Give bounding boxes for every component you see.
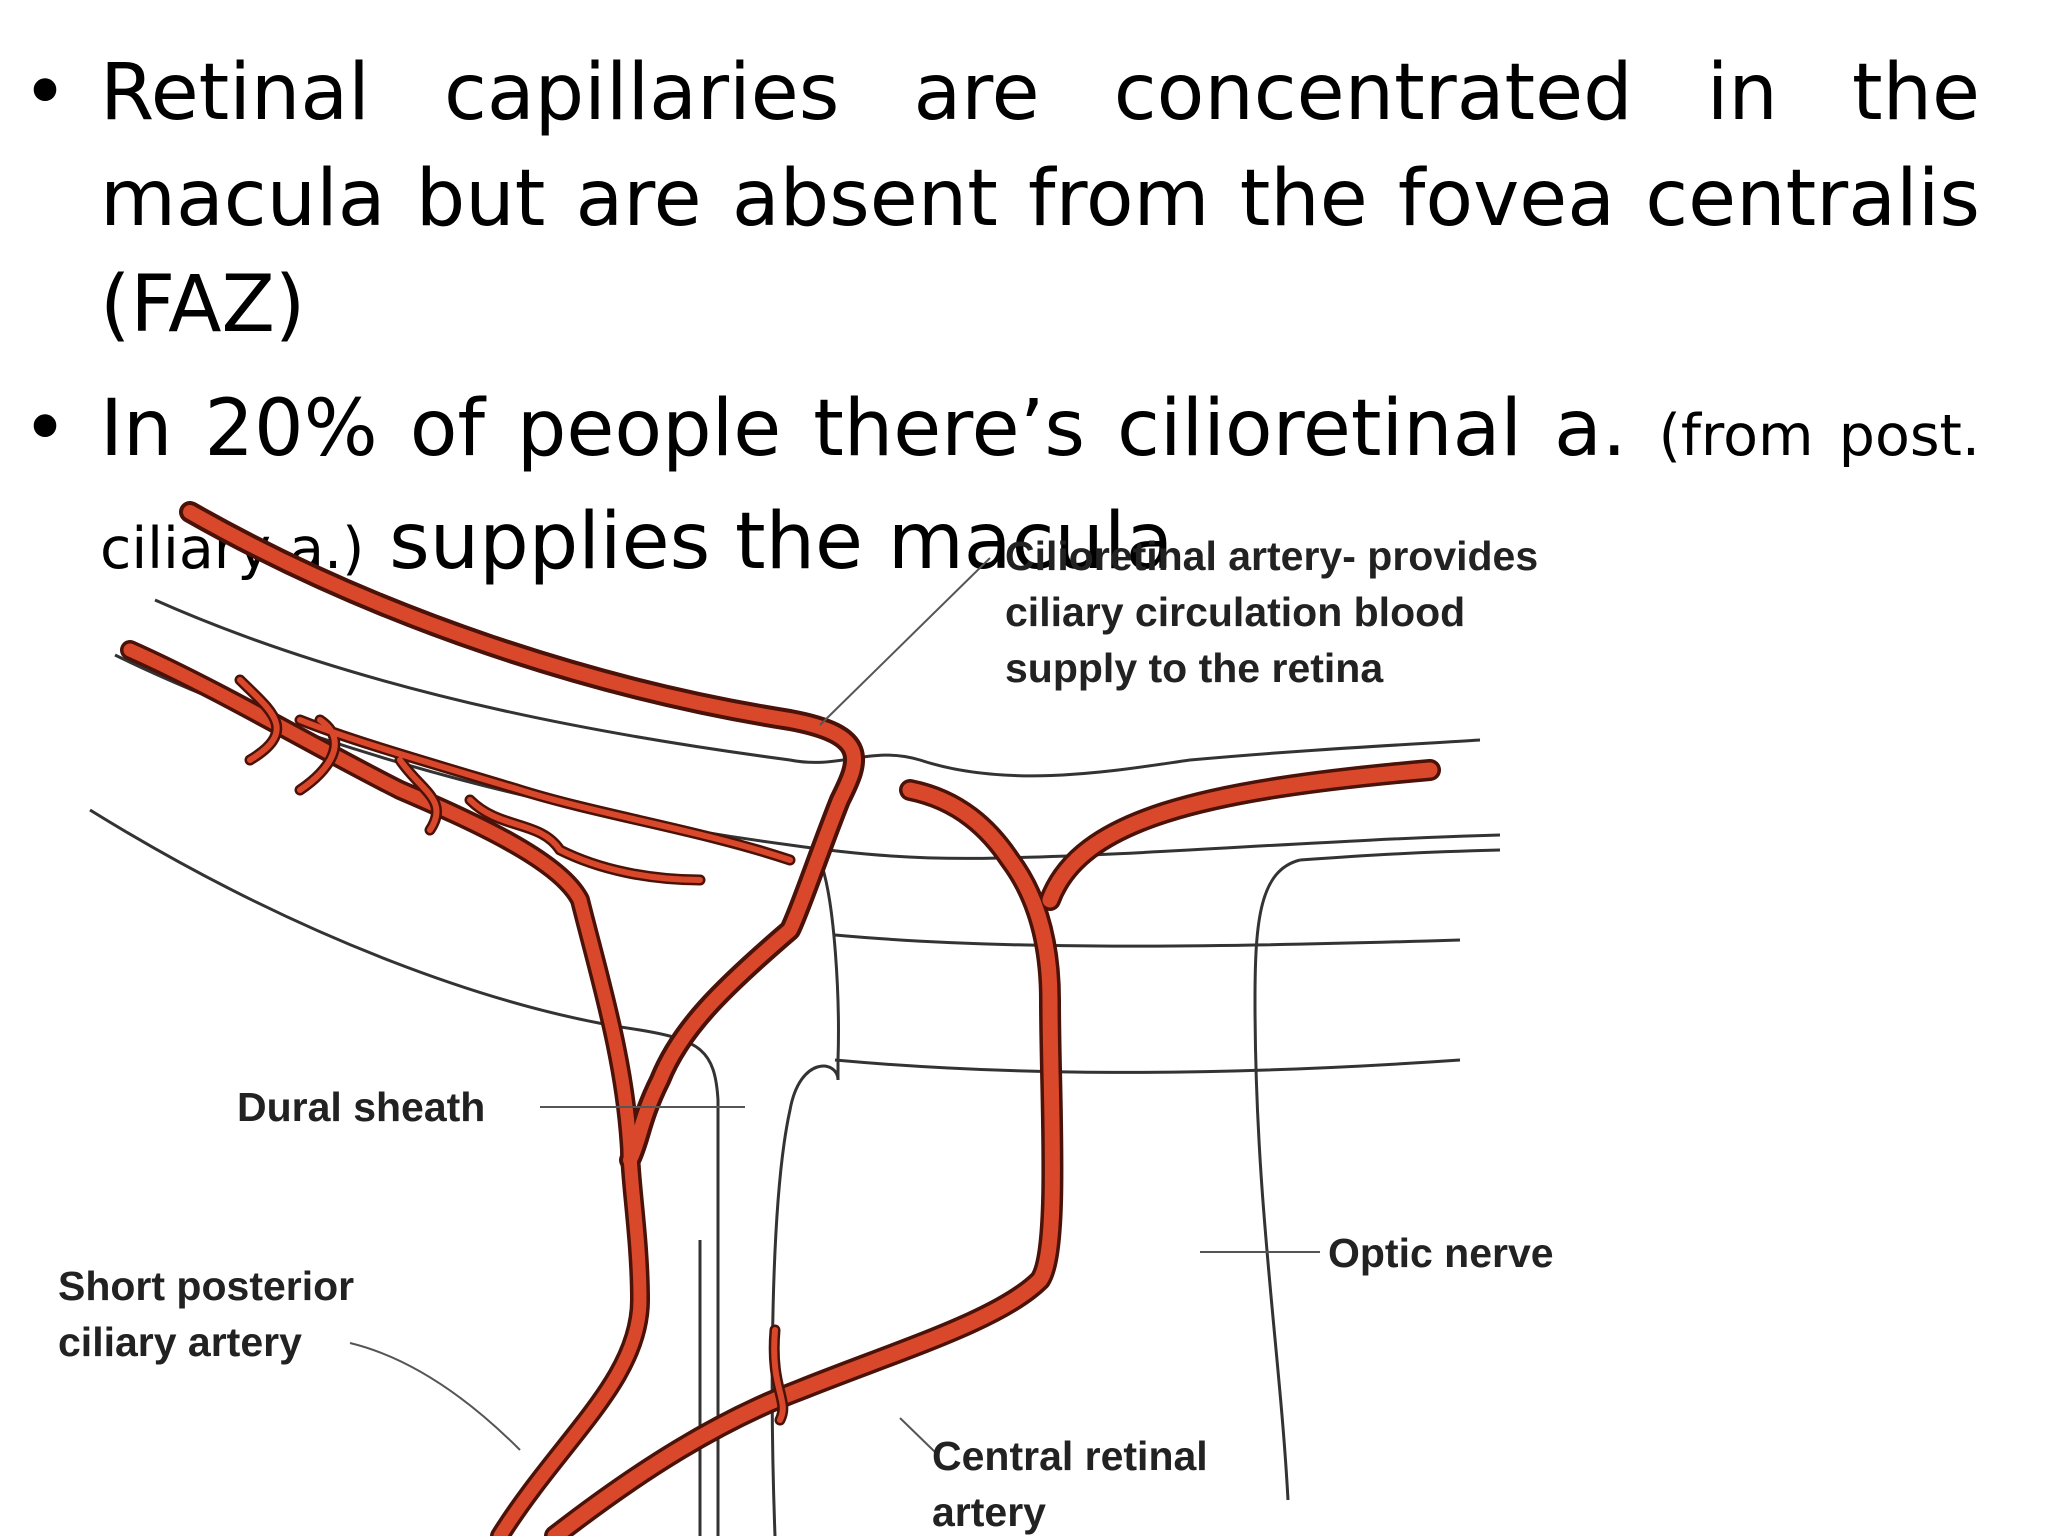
bullet-text-aside: (from post. ciliary a.) [100,403,1980,582]
nerve-fiber-line [770,1064,840,1536]
central-retinal-artery-label: Central retinal artery [932,1428,1208,1540]
cilioretinal-artery-label: Cilioretinal artery- provides ciliary ci… [1005,528,1538,696]
cilioretinal-leader-line [819,557,991,726]
nerve-left-wall [818,859,840,1080]
label-line: Short posterior [58,1263,355,1309]
central-retinal-artery [547,762,1438,1536]
bullet-text-main: In 20% of people there’s cilioretinal a. [100,384,1659,474]
label-line: Central retinal [932,1433,1208,1479]
label-line: artery [932,1489,1046,1535]
dural-sheath-label: Dural sheath [237,1084,486,1130]
label-line: Cilioretinal artery- provides [1005,533,1539,579]
capillary-branch [771,1327,786,1423]
layer-line-2 [834,1058,1461,1074]
capillary-branch [237,677,793,883]
layer-line-1 [834,933,1461,948]
slide-text: • Retinal capillaries are concentrated i… [22,0,1980,602]
optic-nerve-label: Optic nerve [1328,1230,1554,1276]
sclera-outer-line [154,598,1481,778]
short-posterior-ciliary-artery [123,643,647,1536]
cilioretinal-artery-outline [179,501,866,1171]
central-retinal-leader-line [899,1417,936,1453]
short-posterior-ciliary-artery-label: Short posterior ciliary artery [58,1258,354,1370]
leader-lines [349,557,1320,1453]
bullet-text: Retinal capillaries are concentrated in … [100,48,1980,350]
structure-lines [89,598,1501,1536]
bullet-item: • In 20% of people there’s cilioretinal … [22,376,1980,602]
retina-line [89,808,720,1536]
bullet-text-tail: supplies the macula [364,497,1174,587]
short-posterior-leader-line [349,1342,521,1451]
cilioretinal-artery [183,505,862,1167]
layer-line-3 [1299,848,1501,862]
bullet-dot-icon: • [22,384,69,474]
bullet-item: • Retinal capillaries are concentrated i… [22,40,1980,358]
label-line: ciliary artery [58,1319,302,1365]
bullet-dot-icon: • [22,48,69,138]
label-line: supply to the retina [1005,645,1384,691]
sclera-inner-line [114,653,1501,860]
arteries [120,501,1441,1536]
label-line: ciliary circulation blood [1005,589,1466,635]
nerve-right-wall [1253,858,1301,1501]
